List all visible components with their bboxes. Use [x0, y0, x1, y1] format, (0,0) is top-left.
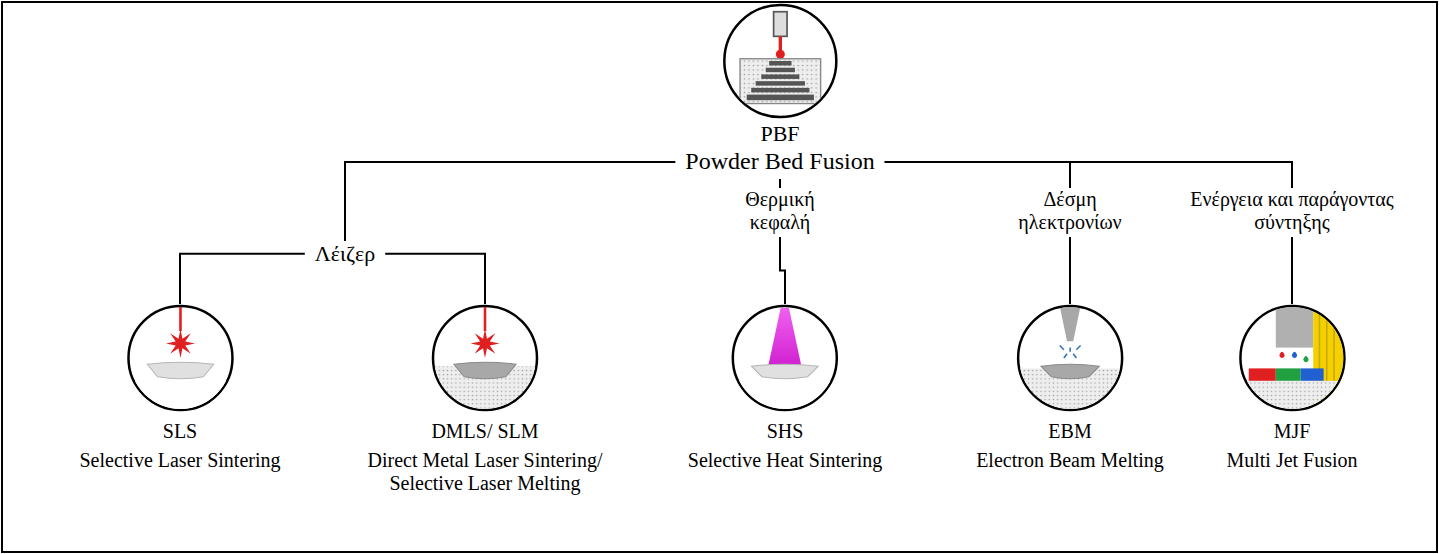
method-node: MJF Multi Jet Fusion: [1226, 304, 1357, 472]
category-label: Λέιζερ: [315, 241, 375, 266]
node-heading: Θερμική κεφαλή: [720, 188, 840, 234]
process-icon: [1240, 306, 1344, 410]
node-heading: EBM: [976, 420, 1164, 443]
circle-outline: [128, 306, 232, 410]
circle-outline: [1018, 306, 1122, 410]
process-icon: [1018, 306, 1122, 410]
tree-connector: [1069, 237, 1071, 304]
method-node: DMLS/ SLM Direct Metal Laser Sintering/ S…: [354, 304, 616, 495]
circle-outline: [433, 306, 537, 410]
node-heading: DMLS/ SLM: [354, 420, 616, 443]
node-heading: Ενέργεια και παράγοντας σύντηξης: [1190, 188, 1395, 234]
node-heading: PBF: [685, 121, 874, 146]
node-heading: SHS: [688, 420, 882, 443]
circle-outline: [1240, 306, 1344, 410]
node-heading: Δέσμη ηλεκτρονίων: [995, 188, 1145, 234]
category-label: Δέσμη ηλεκτρονίων: [995, 188, 1145, 234]
method-node: SLS Selective Laser Sintering: [79, 304, 280, 472]
process-icon: [433, 306, 537, 410]
node-heading: SLS: [79, 420, 280, 443]
node-description: Direct Metal Laser Sintering/ Selective …: [354, 449, 616, 495]
tree-connector: [385, 254, 485, 304]
tree-connector: [1291, 237, 1293, 304]
root-node: PBFPowder Bed Fusion: [685, 3, 874, 176]
tree-connector: [345, 162, 675, 241]
tree-connector: [779, 179, 781, 188]
process-icon: [128, 306, 232, 410]
node-circle: [126, 304, 234, 412]
tree-connector: [780, 237, 785, 304]
circle-outline: [724, 5, 836, 117]
node-description: Powder Bed Fusion: [685, 148, 874, 176]
tree-connector: [885, 162, 1070, 188]
process-icon: [740, 12, 821, 104]
tree-connector: [180, 254, 305, 304]
method-node: SHS Selective Heat Sintering: [688, 304, 882, 472]
circle-outline: [733, 306, 837, 410]
process-icon: [733, 308, 837, 410]
node-description: Multi Jet Fusion: [1226, 449, 1357, 472]
category-label: Θερμική κεφαλή: [720, 188, 840, 234]
node-circle: [1016, 304, 1124, 412]
node-circle: [722, 3, 838, 119]
tree-connector: [885, 162, 1292, 188]
node-heading: Λέιζερ: [315, 241, 375, 266]
node-circle: [431, 304, 539, 412]
node-circle: [1238, 304, 1346, 412]
category-label: Ενέργεια και παράγοντας σύντηξης: [1190, 188, 1395, 234]
node-description: Selective Heat Sintering: [688, 449, 882, 472]
node-circle: [731, 304, 839, 412]
node-heading: MJF: [1226, 420, 1357, 443]
method-node: EBM Electron Beam Melting: [976, 304, 1164, 472]
node-description: Electron Beam Melting: [976, 449, 1164, 472]
node-description: Selective Laser Sintering: [79, 449, 280, 472]
